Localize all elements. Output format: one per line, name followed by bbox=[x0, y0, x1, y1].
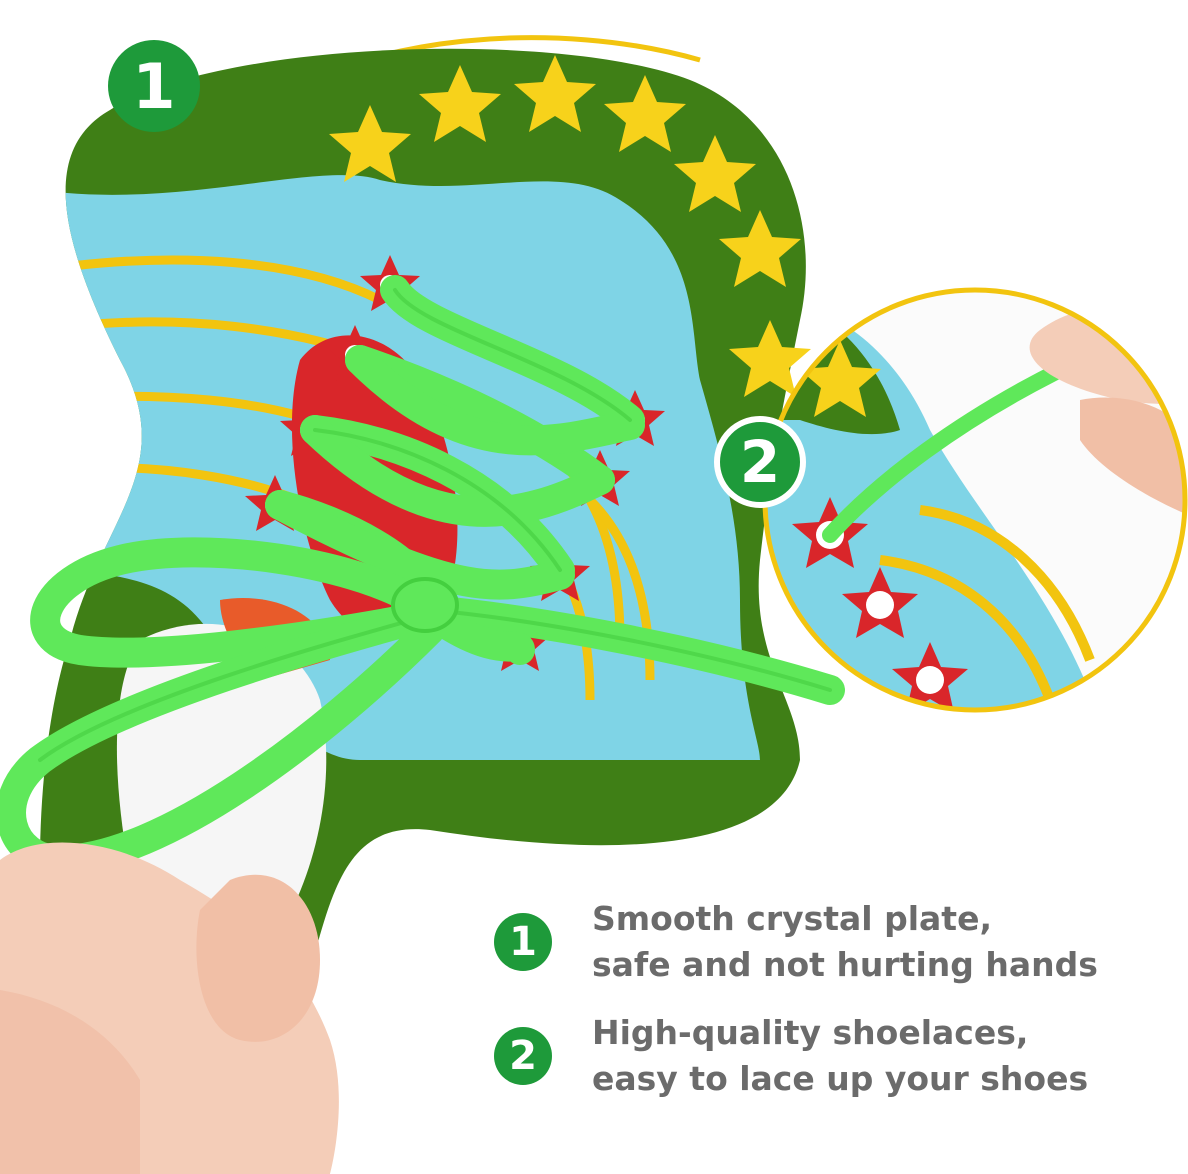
star-decorations bbox=[329, 55, 811, 397]
feature-number-badge: 2 bbox=[494, 1027, 552, 1085]
hand bbox=[0, 842, 339, 1174]
feature-item-1: 1 Smooth crystal plate, safe and not hur… bbox=[494, 896, 1098, 988]
green-shoelace bbox=[0, 275, 845, 875]
step-2-badge: 2 bbox=[714, 416, 806, 508]
feature-text-line: High-quality shoelaces, bbox=[592, 1013, 1029, 1052]
detail-callout bbox=[762, 287, 1188, 713]
feature-number-badge: 1 bbox=[494, 913, 552, 971]
feature-item-2: 2 High-quality shoelaces, easy to lace u… bbox=[494, 1010, 1088, 1102]
step-1-badge: 1 bbox=[108, 40, 200, 132]
feature-text-line: safe and not hurting hands bbox=[592, 945, 1098, 984]
feature-text-line: Smooth crystal plate, bbox=[592, 899, 992, 938]
feature-text-line: easy to lace up your shoes bbox=[592, 1059, 1089, 1098]
